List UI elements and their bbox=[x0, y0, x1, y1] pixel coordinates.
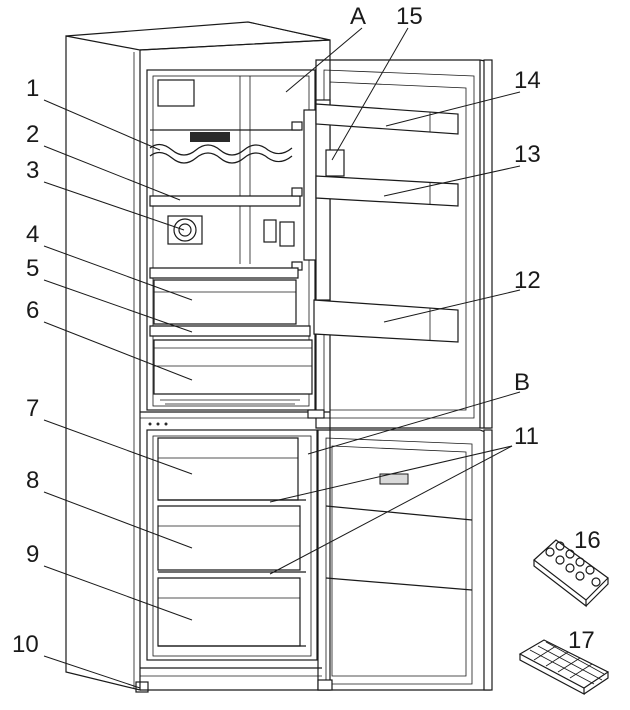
control-display bbox=[379, 473, 409, 485]
fan-icon bbox=[167, 215, 203, 245]
label-2: 2 bbox=[26, 121, 39, 148]
leader-lines bbox=[43, 27, 521, 689]
label-B: B bbox=[514, 369, 530, 396]
fridge-interior bbox=[149, 76, 313, 405]
ice-tray bbox=[518, 639, 610, 695]
label-10: 10 bbox=[12, 631, 39, 658]
light-cover bbox=[157, 79, 195, 107]
wine-rack bbox=[149, 129, 300, 164]
label-9: 9 bbox=[26, 541, 39, 568]
label-6: 6 bbox=[26, 297, 39, 324]
label-4: 4 bbox=[26, 221, 39, 248]
crisper-drawer bbox=[153, 339, 313, 395]
label-16: 16 bbox=[574, 527, 601, 554]
part-labels: 1 2 3 4 5 6 7 8 9 10 A 15 14 13 12 B 11 … bbox=[12, 3, 601, 658]
glass-shelf bbox=[149, 195, 301, 207]
door-balcony-bottom bbox=[313, 299, 459, 343]
chiller-drawer bbox=[153, 279, 297, 325]
freezer-drawers bbox=[148, 422, 306, 647]
door-balcony-top bbox=[315, 103, 459, 135]
label-5: 5 bbox=[26, 255, 39, 282]
label-8: 8 bbox=[26, 467, 39, 494]
label-13: 13 bbox=[514, 141, 541, 168]
label-1: 1 bbox=[26, 75, 39, 102]
label-17: 17 bbox=[568, 627, 595, 654]
fridge-door bbox=[303, 59, 493, 429]
label-11: 11 bbox=[514, 423, 539, 450]
label-15: 15 bbox=[396, 3, 423, 30]
egg-tray bbox=[533, 539, 609, 608]
label-3: 3 bbox=[26, 157, 39, 184]
freezer-door bbox=[307, 409, 493, 691]
label-14: 14 bbox=[514, 67, 541, 94]
label-A: A bbox=[350, 3, 366, 30]
label-7: 7 bbox=[26, 395, 39, 422]
label-12: 12 bbox=[514, 267, 541, 294]
door-balcony-middle bbox=[315, 175, 459, 207]
